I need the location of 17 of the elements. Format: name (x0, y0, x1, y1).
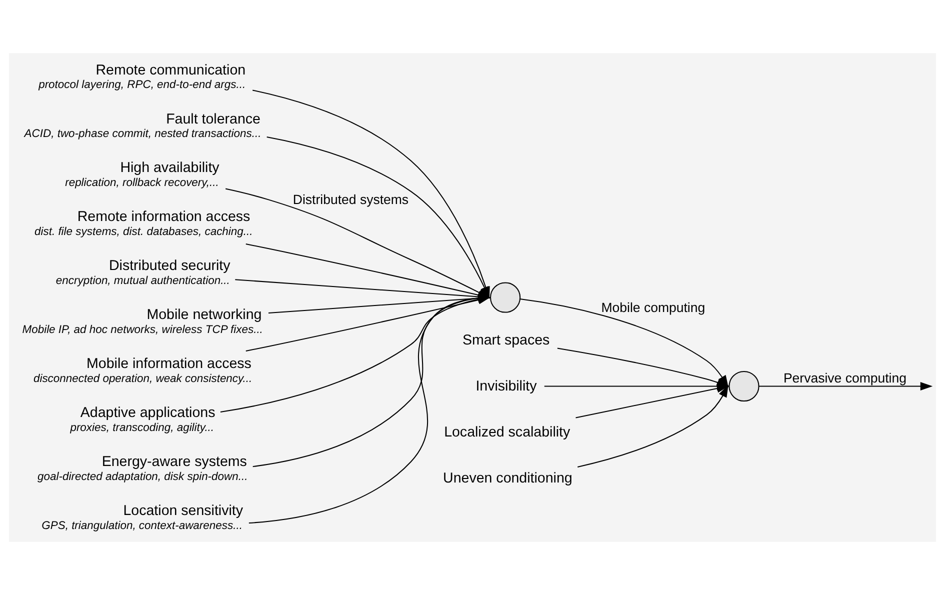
node-text: Localized scalability (444, 424, 570, 440)
edge-label: Distributed systems (292, 192, 408, 208)
node-text: Remote communication protocol layering, RPC, end-to-end args... (38, 62, 246, 92)
node-text: Invisibility (475, 378, 536, 395)
node-text: Uneven conditioning (442, 470, 572, 486)
node-text: Fault tolerance ACID, two-phase commit, nested transactions... (24, 111, 261, 140)
node-text: Mobile information access disconnected operation, weak consistency... (32, 356, 252, 385)
node-text: Smart spaces (462, 332, 550, 349)
node-text: Adaptive applications proxies, transcoding, agility... (70, 405, 215, 434)
node-text: Location sensitivity GPS, triangulation, context-awareness... (41, 502, 242, 532)
edge-label: Pervasive computing (782, 370, 906, 386)
node-text: High availability replication, rollback recovery,... (64, 160, 219, 190)
node-text: Remote information access dist. file systems, dist. databases, caching... (34, 209, 252, 238)
node-text: Distributed security encryption, mutual authentication... (55, 258, 230, 288)
node-text: Energy-aware systems goal-directed adaptation, disk spin-down... (37, 454, 248, 483)
edge-label: Mobile computing (600, 300, 705, 316)
node-text: Mobile networking Mobile IP, ad hoc networks, wireless TCP fixes... (22, 307, 262, 336)
